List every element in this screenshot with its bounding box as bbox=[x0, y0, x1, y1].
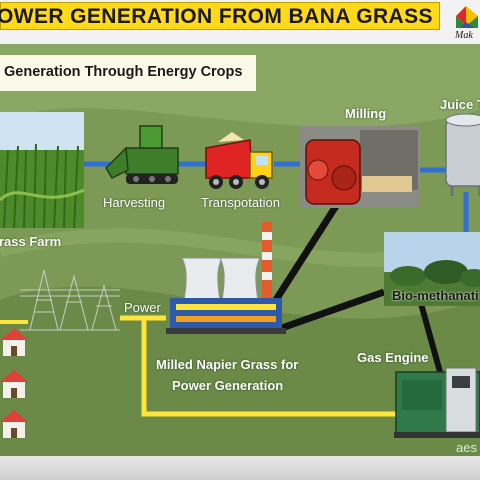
power-plant-icon bbox=[166, 222, 286, 334]
house-icon-1 bbox=[0, 328, 28, 356]
milling-machine-image bbox=[300, 126, 420, 208]
slide-title: OWER GENERATION FROM BANA GRASS bbox=[0, 5, 433, 28]
label-power-plant-line1: Milled Napier Grass for bbox=[156, 357, 299, 372]
title-bar: OWER GENERATION FROM BANA GRASS bbox=[0, 2, 440, 30]
label-power-plant-line2: Power Generation bbox=[172, 378, 284, 393]
house-icon-3 bbox=[0, 410, 28, 438]
flow-line-mill-plant bbox=[269, 204, 339, 308]
flow-line-bio-plant bbox=[274, 288, 386, 334]
label-transportation: Transpotation bbox=[201, 195, 281, 210]
label-grass-farm: rass Farm bbox=[0, 234, 62, 249]
gas-engine-image bbox=[394, 367, 480, 438]
diagram-canvas bbox=[0, 44, 480, 456]
label-milling: Milling bbox=[345, 106, 387, 121]
label-power: Power bbox=[124, 300, 161, 315]
harvester-icon bbox=[105, 125, 179, 184]
substation-icon bbox=[20, 269, 120, 331]
label-juice-tank: Juice T bbox=[440, 97, 480, 112]
label-gas-engine: Gas Engine bbox=[357, 350, 429, 365]
flow-line-bio-engine bbox=[417, 299, 443, 373]
bottom-strip bbox=[0, 456, 480, 480]
truck-icon bbox=[205, 132, 273, 189]
label-harvesting: Harvesting bbox=[103, 195, 166, 210]
watermark-text: aes bbox=[456, 440, 477, 455]
label-bio-methanation: Bio-methanati bbox=[392, 288, 479, 303]
power-line-engine bbox=[120, 315, 396, 417]
diagram-subtitle: Generation Through Energy Crops bbox=[4, 64, 243, 80]
diagram-panel bbox=[0, 44, 480, 456]
house-icon-2 bbox=[0, 370, 28, 398]
logo-text: Mak bbox=[455, 30, 473, 41]
bio-methanation-image bbox=[384, 232, 480, 306]
tricolor-logo-icon bbox=[456, 6, 478, 28]
juice-tank-image bbox=[445, 113, 480, 196]
grass-farm-image bbox=[0, 112, 85, 229]
subtitle-box bbox=[0, 55, 256, 91]
